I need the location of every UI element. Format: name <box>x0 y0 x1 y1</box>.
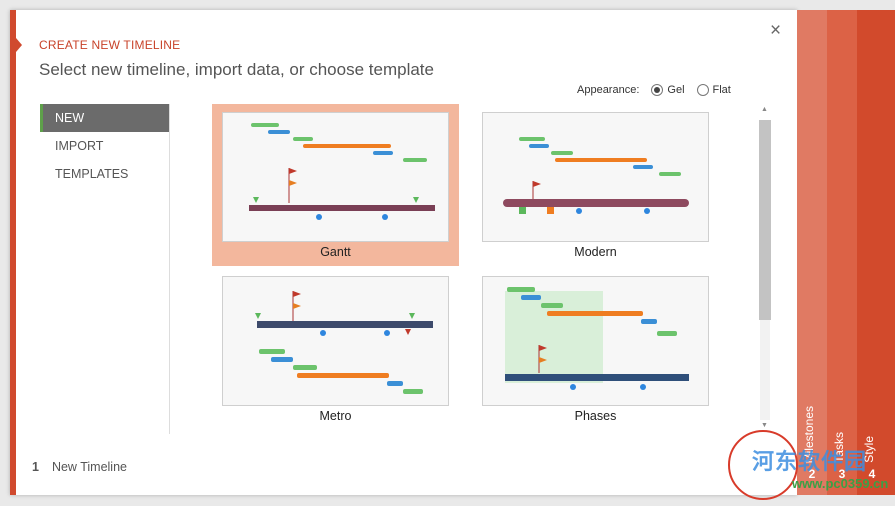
template-phases-thumbnail <box>482 276 709 406</box>
tab-milestones[interactable]: Milestones 2 <box>797 10 827 495</box>
accent-pointer <box>16 38 22 52</box>
scroll-thumb[interactable] <box>759 120 771 320</box>
scroll-up-arrow-icon[interactable]: ▲ <box>761 106 768 113</box>
tab-style[interactable]: Style 4 <box>857 10 895 495</box>
template-label: Metro <box>319 409 352 423</box>
template-phases[interactable]: Phases <box>472 268 719 430</box>
radio-flat[interactable] <box>696 84 709 96</box>
nav-item-import[interactable]: IMPORT <box>55 139 104 153</box>
template-label: Gantt <box>320 245 351 259</box>
watermark: 河东软件园 www.pc0359.cn <box>688 430 895 500</box>
close-button[interactable]: × <box>770 20 782 41</box>
template-modern-thumbnail <box>482 112 709 242</box>
radio-gel[interactable] <box>651 84 664 96</box>
watermark-url: www.pc0359.cn <box>792 476 889 491</box>
template-modern[interactable]: Modern <box>472 104 719 266</box>
phases-preview-graphic <box>483 277 708 405</box>
appearance-option-label: Flat <box>712 84 731 96</box>
template-metro[interactable]: Metro <box>212 268 459 430</box>
dialog-headline: Select new timeline, import data, or cho… <box>39 60 434 79</box>
tab-number: 4 <box>868 467 876 481</box>
appearance-selector: Appearance: Gel Flat <box>577 84 731 96</box>
template-gantt-thumbnail <box>222 112 449 242</box>
scroll-down-arrow-icon[interactable]: ▼ <box>761 422 768 429</box>
tab-tasks[interactable]: Tasks 3 <box>827 10 857 495</box>
gantt-preview-graphic <box>223 113 448 241</box>
appearance-option-label: Gel <box>667 84 685 96</box>
appearance-option-flat[interactable]: Flat <box>696 84 731 96</box>
wizard-step-tabs: Milestones 2 Tasks 3 Style 4 <box>797 10 895 495</box>
left-accent-bar <box>10 10 16 495</box>
current-step: 1 New Timeline <box>32 460 127 474</box>
template-label: Modern <box>574 245 617 259</box>
step-label: New Timeline <box>51 460 127 474</box>
dialog-eyebrow: CREATE NEW TIMELINE <box>39 38 181 52</box>
template-gantt[interactable]: Gantt <box>212 104 459 266</box>
appearance-label: Appearance: <box>577 84 640 96</box>
step-number: 1 <box>32 460 39 474</box>
nav-item-new[interactable]: NEW <box>40 104 170 132</box>
template-metro-thumbnail <box>222 276 449 406</box>
watermark-circle-icon <box>728 430 798 500</box>
tab-number: 3 <box>838 467 846 481</box>
nav-item-templates[interactable]: TEMPLATES <box>55 167 129 181</box>
appearance-option-gel[interactable]: Gel <box>651 84 685 96</box>
metro-preview-graphic <box>223 277 448 405</box>
watermark-text: 河东软件园 <box>752 449 868 474</box>
nav-divider <box>169 104 170 434</box>
tab-number: 2 <box>808 467 816 481</box>
templates-scrollbar[interactable]: ▲ ▼ <box>758 104 772 436</box>
mode-nav: NEW IMPORT TEMPLATES <box>40 104 170 188</box>
create-timeline-dialog: CREATE NEW TIMELINE Select new timeline,… <box>10 10 797 495</box>
template-label: Phases <box>574 409 617 423</box>
modern-preview-graphic <box>483 113 708 241</box>
